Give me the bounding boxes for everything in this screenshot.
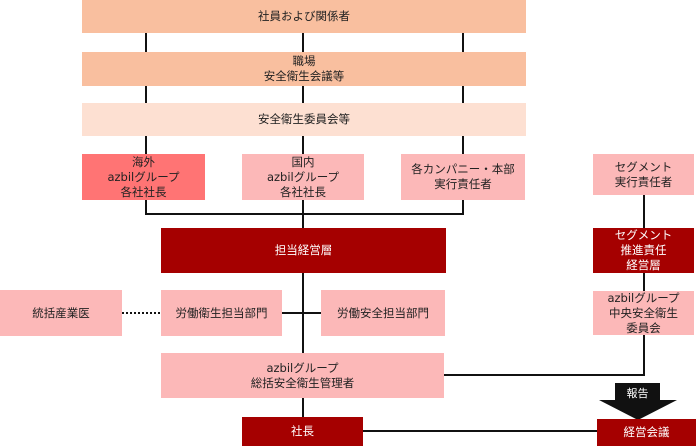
node-segment-promotion[interactable]: セグメント 推進責任 経営層 <box>593 228 694 273</box>
connector-line <box>643 273 645 291</box>
connector-line <box>302 398 304 417</box>
node-chief-industrial-physician[interactable]: 統括産業医 <box>0 290 122 336</box>
connector-line <box>302 33 304 53</box>
connector-line <box>145 213 464 215</box>
node-management-in-charge[interactable]: 担当経営層 <box>161 228 446 273</box>
connector-line <box>444 374 645 376</box>
connector-line <box>302 86 304 103</box>
connector-line <box>643 195 645 228</box>
node-domestic-presidents[interactable]: 国内 azbilグループ 各社社長 <box>242 154 364 200</box>
connector-line <box>462 136 464 154</box>
report-arrow-icon <box>599 383 677 420</box>
node-workplace-committee[interactable]: 職場 安全衛生会議等 <box>82 52 526 86</box>
node-labor-safety-dept[interactable]: 労働安全担当部門 <box>321 290 445 336</box>
connector-line <box>302 136 304 154</box>
node-general-manager[interactable]: azbilグループ 総括安全衛生管理者 <box>161 353 444 398</box>
node-president[interactable]: 社長 <box>242 417 363 446</box>
node-employees[interactable]: 社員および関係者 <box>82 0 526 33</box>
node-safety-committee[interactable]: 安全衛生委員会等 <box>82 103 526 136</box>
connector-line <box>363 430 599 432</box>
node-central-committee[interactable]: azbilグループ 中央安全衛生 委員会 <box>593 291 694 335</box>
connector-line <box>145 33 147 53</box>
report-arrow-label: 報告 <box>626 386 649 400</box>
dotted-connector <box>122 312 160 314</box>
connector-line <box>145 136 147 154</box>
node-overseas-presidents[interactable]: 海外 azbilグループ 各社社長 <box>82 154 205 200</box>
connector-line <box>643 335 645 375</box>
connector-line <box>282 312 322 314</box>
connector-line <box>462 33 464 53</box>
connector-line <box>302 200 304 228</box>
node-management-meeting[interactable]: 経営会議 <box>597 419 696 446</box>
node-company-executives[interactable]: 各カンパニー・本部 実行責任者 <box>401 154 525 200</box>
connector-line <box>462 86 464 103</box>
node-labor-health-dept[interactable]: 労働衛生担当部門 <box>161 290 282 336</box>
connector-line <box>462 200 464 214</box>
connector-line <box>145 200 147 214</box>
node-segment-executive[interactable]: セグメント 実行責任者 <box>593 154 694 195</box>
connector-line <box>145 86 147 103</box>
